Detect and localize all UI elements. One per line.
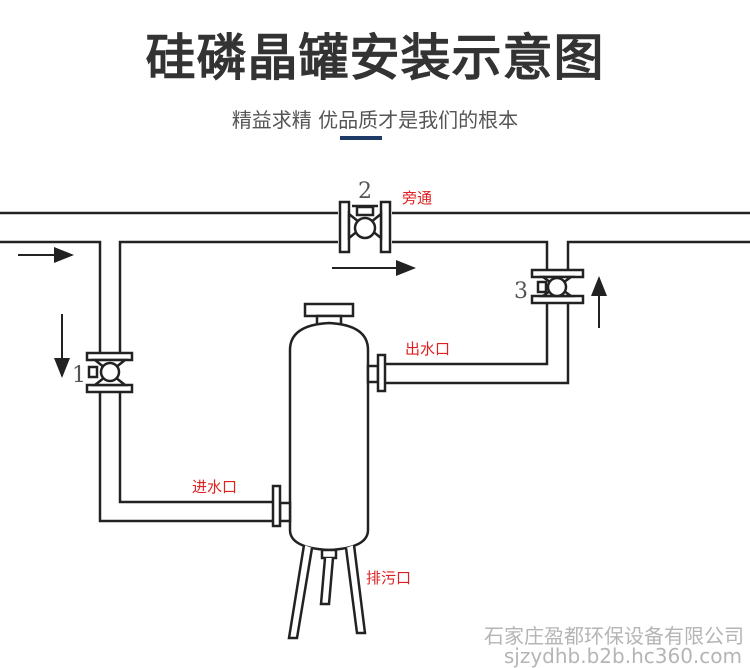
title-underline <box>340 136 382 140</box>
valve-2[interactable] <box>338 200 392 254</box>
inlet-label: 进水口 <box>192 478 237 496</box>
valve-3-number: 3 <box>514 279 528 304</box>
page-title: 硅磷晶罐安装示意图 <box>145 29 605 87</box>
valve-1[interactable] <box>85 351 134 394</box>
valve-3[interactable] <box>530 268 585 305</box>
drain-label: 排污口 <box>366 569 411 587</box>
valve-2-number: 2 <box>358 179 372 204</box>
right-branch-outer <box>566 240 750 270</box>
company-url: sjzydhb.b2b.hc360.com <box>503 644 742 668</box>
main-pipe-bottom-mid <box>392 240 549 270</box>
left-branch-lower-inner <box>118 392 272 504</box>
right-branch-lower-outer <box>386 302 570 385</box>
main-pipe-bottom-left <box>0 240 102 352</box>
left-branch-inner <box>118 240 338 352</box>
silicon-phosphate-tank[interactable] <box>271 302 387 640</box>
company-name: 石家庄盈都环保设备有限公司 <box>484 624 744 648</box>
page-subtitle: 精益求精 优品质才是我们的根本 <box>231 108 519 132</box>
valve-1-number: 1 <box>72 363 86 388</box>
outlet-label: 出水口 <box>405 340 450 358</box>
right-branch-lower-inner <box>386 302 549 366</box>
bypass-label: 旁通 <box>402 189 432 207</box>
left-branch-lower-outer <box>98 392 272 523</box>
